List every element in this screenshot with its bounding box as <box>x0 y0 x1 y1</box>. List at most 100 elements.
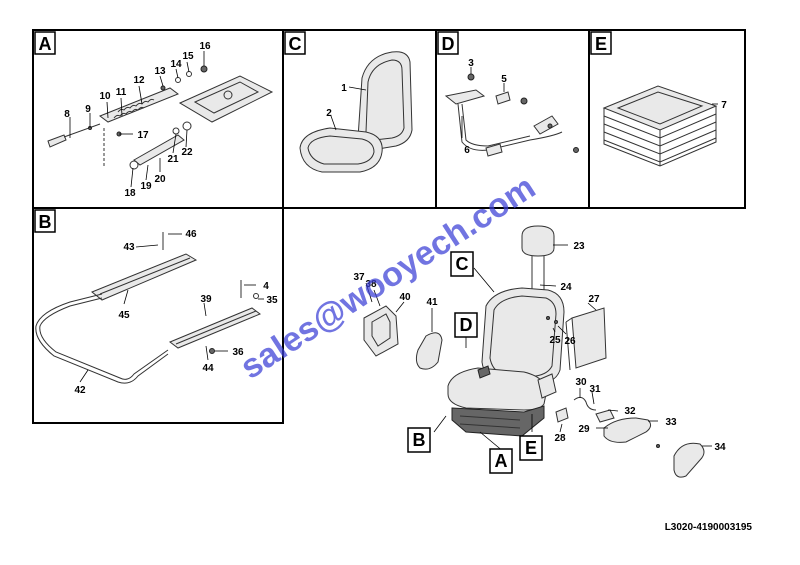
seat-label-e: E <box>525 438 537 458</box>
callout-17: 17 <box>137 130 149 141</box>
part-bushing-18 <box>129 160 139 170</box>
panel-a-callouts: 8 9 10 11 12 13 14 15 16 17 18 19 20 21 … <box>64 41 211 199</box>
panel-b-callouts: 43 46 45 39 4 35 36 44 42 <box>74 229 278 396</box>
panel-tag-c: C <box>284 31 306 55</box>
callout-30: 30 <box>575 377 587 388</box>
part-bushing-22 <box>182 121 192 131</box>
part-seat-cushion <box>299 127 383 173</box>
callout-45: 45 <box>118 310 130 321</box>
part-bolt-3 <box>467 73 475 81</box>
callout-25: 25 <box>549 335 561 346</box>
callout-19: 19 <box>140 181 152 192</box>
part-bar-42 <box>39 297 169 380</box>
seat-tag-a: A <box>489 448 513 474</box>
seat-accessories <box>363 305 705 478</box>
callout-28: 28 <box>554 433 566 444</box>
part-belt-buckle <box>444 89 486 105</box>
panel-c-parts <box>299 51 413 173</box>
callout-31: 31 <box>589 384 601 395</box>
callout-14: 14 <box>170 59 182 70</box>
seat-assembly <box>447 225 565 437</box>
callout-32: 32 <box>624 406 636 417</box>
callout-12: 12 <box>133 75 145 86</box>
part-suspension <box>451 405 545 437</box>
panel-e-parts <box>602 85 718 167</box>
callout-36: 36 <box>232 347 244 358</box>
part-armrest-33 <box>603 417 652 443</box>
panel-c-callouts: 1 2 <box>326 83 347 119</box>
callout-22: 22 <box>181 147 193 158</box>
part-belt-latch <box>485 143 503 157</box>
callout-37: 37 <box>353 272 365 283</box>
callout-44: 44 <box>202 363 214 374</box>
seat-tag-c: C <box>450 251 474 277</box>
callout-46: 46 <box>185 229 197 240</box>
part-spring-12 <box>117 98 155 113</box>
panel-b-leaders <box>79 233 264 383</box>
callout-33: 33 <box>665 417 677 428</box>
callout-24: 24 <box>560 282 572 293</box>
callout-34: 34 <box>714 442 726 453</box>
part-rail-45 <box>91 253 198 301</box>
part-side-cover-41 <box>415 332 443 370</box>
panel-e-callouts: 7 <box>721 100 727 111</box>
part-washer-15 <box>186 71 192 77</box>
part-pocket-27 <box>571 307 607 369</box>
part-link-32 <box>595 409 615 423</box>
panel-d-parts <box>444 73 579 157</box>
panel-label-d: D <box>442 34 455 54</box>
panel-tag-a: A <box>34 31 56 55</box>
panel-b-parts <box>35 232 262 384</box>
part-washer-14 <box>175 77 181 83</box>
callout-20: 20 <box>154 174 166 185</box>
callout-18: 18 <box>124 188 136 199</box>
callout-7: 7 <box>721 100 727 111</box>
callout-23: 23 <box>573 241 585 252</box>
panel-a-parts <box>47 65 274 170</box>
part-bracket-37 <box>363 305 399 357</box>
panel-frames <box>32 29 746 424</box>
part-washer-35 <box>253 293 259 299</box>
seat-tag-e: E <box>519 435 543 461</box>
panel-d-leaders <box>461 67 505 138</box>
callout-15: 15 <box>182 51 194 62</box>
callout-41: 41 <box>426 297 438 308</box>
callout-43: 43 <box>123 242 135 253</box>
part-lever-rod <box>63 123 101 138</box>
callout-26: 26 <box>564 336 576 347</box>
part-seat <box>447 367 547 411</box>
callout-6: 6 <box>464 145 470 156</box>
callout-13: 13 <box>154 66 166 77</box>
callout-35: 35 <box>266 295 278 306</box>
part-lever-30 <box>573 396 597 411</box>
seat-label-b: B <box>413 430 426 450</box>
callout-39: 39 <box>200 294 212 305</box>
panel-tag-b: B <box>34 209 56 233</box>
part-spring-11 <box>113 106 145 119</box>
callout-4: 4 <box>263 281 269 292</box>
callout-2: 2 <box>326 108 332 119</box>
part-nut-36 <box>209 348 215 354</box>
callout-29: 29 <box>578 424 590 435</box>
panel-tag-e: E <box>590 31 612 55</box>
callout-10: 10 <box>99 91 111 102</box>
callout-1: 1 <box>341 83 347 94</box>
part-bracket-28 <box>555 407 569 423</box>
callout-11: 11 <box>116 87 127 98</box>
callout-9: 9 <box>85 104 91 115</box>
panel-a-leaders <box>69 51 205 188</box>
panel-label-a: A <box>39 34 52 54</box>
part-nut-13 <box>160 85 166 91</box>
part-bracket-5 <box>495 91 511 105</box>
callout-27: 27 <box>588 294 600 305</box>
part-rail-plate <box>98 87 180 123</box>
callout-21: 21 <box>167 154 179 165</box>
panel-label-c: C <box>289 34 302 54</box>
part-nut-16 <box>200 65 208 73</box>
drawing-number: L3020-4190003195 <box>665 522 753 533</box>
panel-label-b: B <box>39 212 52 232</box>
panel-tag-d: D <box>437 31 459 55</box>
seat-label-a: A <box>495 451 508 471</box>
seat-tag-d: D <box>454 312 478 338</box>
